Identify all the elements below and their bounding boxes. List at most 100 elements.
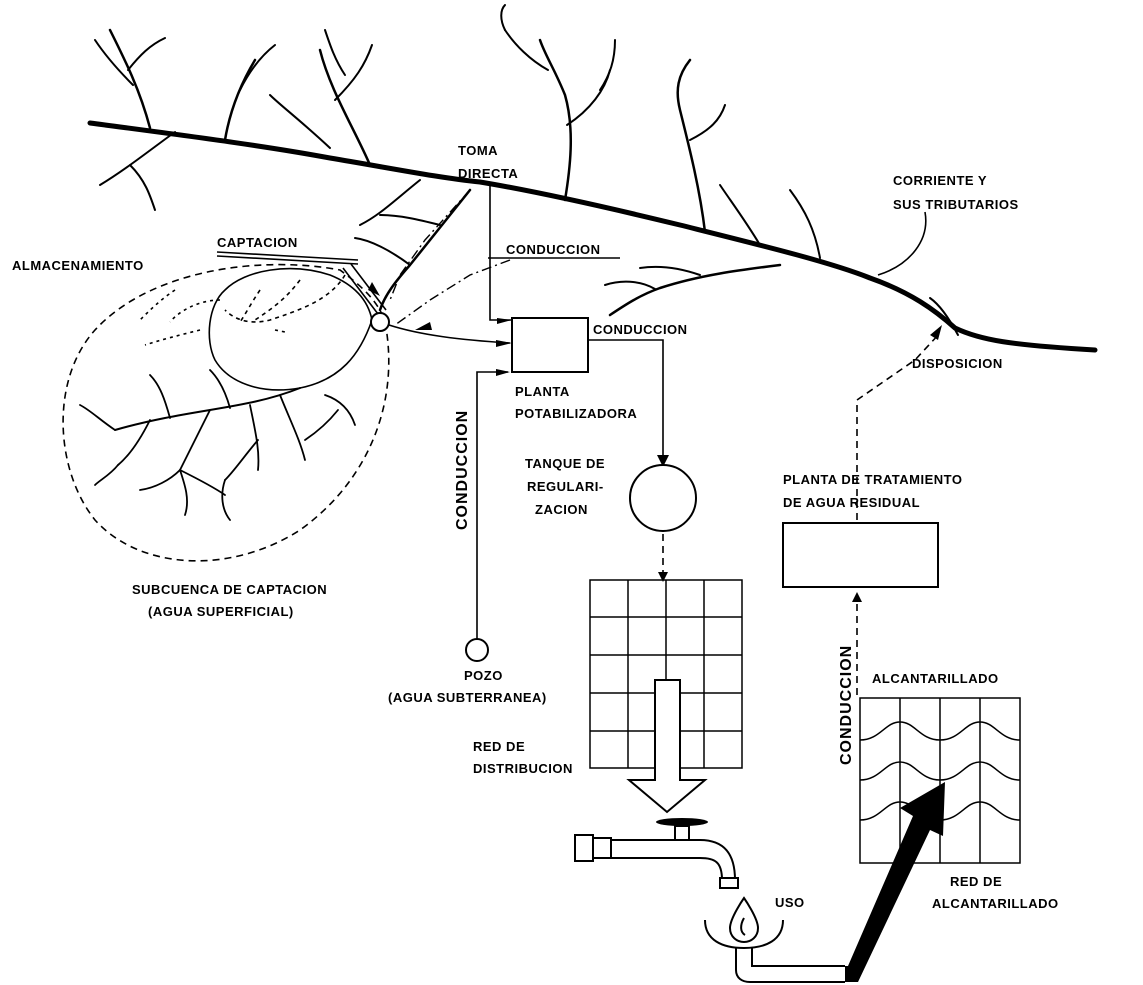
wastewater-arrow — [845, 782, 945, 982]
basin-stream — [114, 387, 301, 431]
basin-stream — [324, 394, 356, 426]
label-almacenamiento: ALMACENAMIENTO — [12, 258, 144, 273]
label-planta-2: POTABILIZADORA — [515, 406, 637, 421]
intake-dam — [370, 312, 390, 332]
tributary — [318, 48, 372, 167]
tributary — [379, 214, 441, 226]
catchment-boundary — [62, 263, 390, 562]
basin-stream — [224, 439, 259, 481]
basin-stream — [179, 469, 188, 516]
tributary — [500, 4, 506, 31]
basin-stream — [139, 469, 181, 491]
basin-stream — [179, 409, 211, 471]
intake-channel — [216, 251, 387, 315]
catchment-subbasin — [62, 263, 390, 562]
tributary — [789, 189, 821, 259]
basin-stream — [117, 419, 151, 466]
arrowheads — [368, 282, 942, 602]
label-subcuenca-2: (AGUA SUPERFICIAL) — [148, 604, 294, 619]
basin-drainage — [274, 329, 286, 333]
tributary — [639, 265, 701, 276]
tributary — [538, 38, 572, 202]
distribution-network — [589, 579, 743, 814]
basin-stream — [221, 479, 231, 521]
label-corriente-2: SUS TRIBUTARIOS — [893, 197, 1019, 212]
tributary — [99, 131, 176, 186]
tributary — [127, 37, 166, 71]
tributary — [354, 237, 411, 266]
well — [465, 638, 489, 662]
tributary — [94, 39, 134, 86]
basin-drainage — [139, 289, 176, 321]
tributary — [689, 104, 726, 141]
basin-stream — [94, 464, 119, 486]
label-red-alcantarillado-1: RED DE — [950, 874, 1002, 889]
plant-to-tank-line — [588, 339, 664, 462]
conduction-dashdot — [389, 189, 471, 301]
basin-stream — [179, 469, 226, 496]
tributary — [223, 58, 257, 142]
labels: TOMA DIRECTA CORRIENTE Y SUS TRIBUTARIOS… — [12, 143, 1059, 911]
label-pozo-2: (AGUA SUBTERRANEA) — [388, 690, 547, 705]
basin-drainage — [254, 279, 301, 321]
tributary — [504, 29, 549, 71]
label-uso: USO — [775, 895, 805, 910]
conduction-lines — [388, 186, 941, 695]
basin-drainage — [169, 299, 221, 323]
label-disposicion: DISPOSICION — [912, 356, 1003, 371]
label-captacion: CAPTACION — [217, 235, 298, 250]
tributary — [129, 164, 156, 211]
regulation-tank — [629, 464, 697, 532]
reservoir-to-plant-line — [388, 324, 511, 344]
label-conduccion-top: CONDUCCION — [506, 242, 601, 257]
label-tanque-3: ZACION — [535, 502, 588, 517]
label-conduccion-plant: CONDUCCION — [593, 322, 688, 337]
treatment-to-disposal-line — [856, 332, 941, 520]
label-red-alcantarillado-2: ALCANTARILLADO — [932, 896, 1059, 911]
tributary — [239, 44, 276, 91]
tributary — [324, 29, 346, 76]
tributary — [269, 94, 331, 149]
label-red-distribucion-1: RED DE — [473, 739, 525, 754]
basin-stream — [209, 369, 231, 409]
river-network — [87, 4, 1098, 353]
label-tanque-2: REGULARI- — [527, 479, 604, 494]
basin-drainage — [239, 289, 261, 323]
tributary — [359, 179, 421, 226]
label-planta-tratamiento-1: PLANTA DE TRATAMIENTO — [783, 472, 963, 487]
supply-arrow — [626, 679, 708, 814]
tributary — [608, 263, 782, 317]
basin-stream — [79, 404, 116, 431]
basin-stream — [249, 404, 260, 471]
label-planta-tratamiento-2: DE AGUA RESIDUAL — [783, 495, 920, 510]
faucet-icon — [574, 818, 739, 889]
tributary — [599, 39, 616, 91]
label-red-distribucion-2: DISTRIBUCION — [473, 761, 573, 776]
label-alcantarillado: ALCANTARILLADO — [872, 671, 999, 686]
label-conduccion-vertical-left: CONDUCCION — [454, 410, 471, 530]
wastewater-treatment-plant — [782, 522, 939, 588]
tributary — [566, 69, 611, 126]
tributary — [719, 184, 761, 246]
label-planta-1: PLANTA — [515, 384, 570, 399]
tributary — [929, 297, 959, 336]
label-conduccion-vertical-right: CONDUCCION — [838, 645, 855, 765]
tributary — [108, 28, 152, 130]
basin-stream — [279, 394, 306, 461]
conduction-dashdot — [394, 259, 511, 326]
label-pozo-1: POZO — [464, 668, 503, 683]
basin-drainage — [144, 329, 201, 346]
sewer-network — [859, 697, 1021, 864]
label-subcuenca-1: SUBCUENCA DE CAPTACION — [132, 582, 327, 597]
drain-icon — [704, 919, 845, 983]
corriente-pointer — [877, 211, 927, 276]
tributary — [334, 44, 373, 101]
tributary — [604, 280, 656, 290]
label-toma-directa-1: TOMA — [458, 143, 498, 158]
reservoir-outline — [208, 267, 373, 391]
well-to-plant-line — [476, 371, 508, 640]
label-toma-directa-2: DIRECTA — [458, 166, 518, 181]
basin-stream — [304, 409, 339, 441]
label-tanque-1: TANQUE DE — [525, 456, 605, 471]
